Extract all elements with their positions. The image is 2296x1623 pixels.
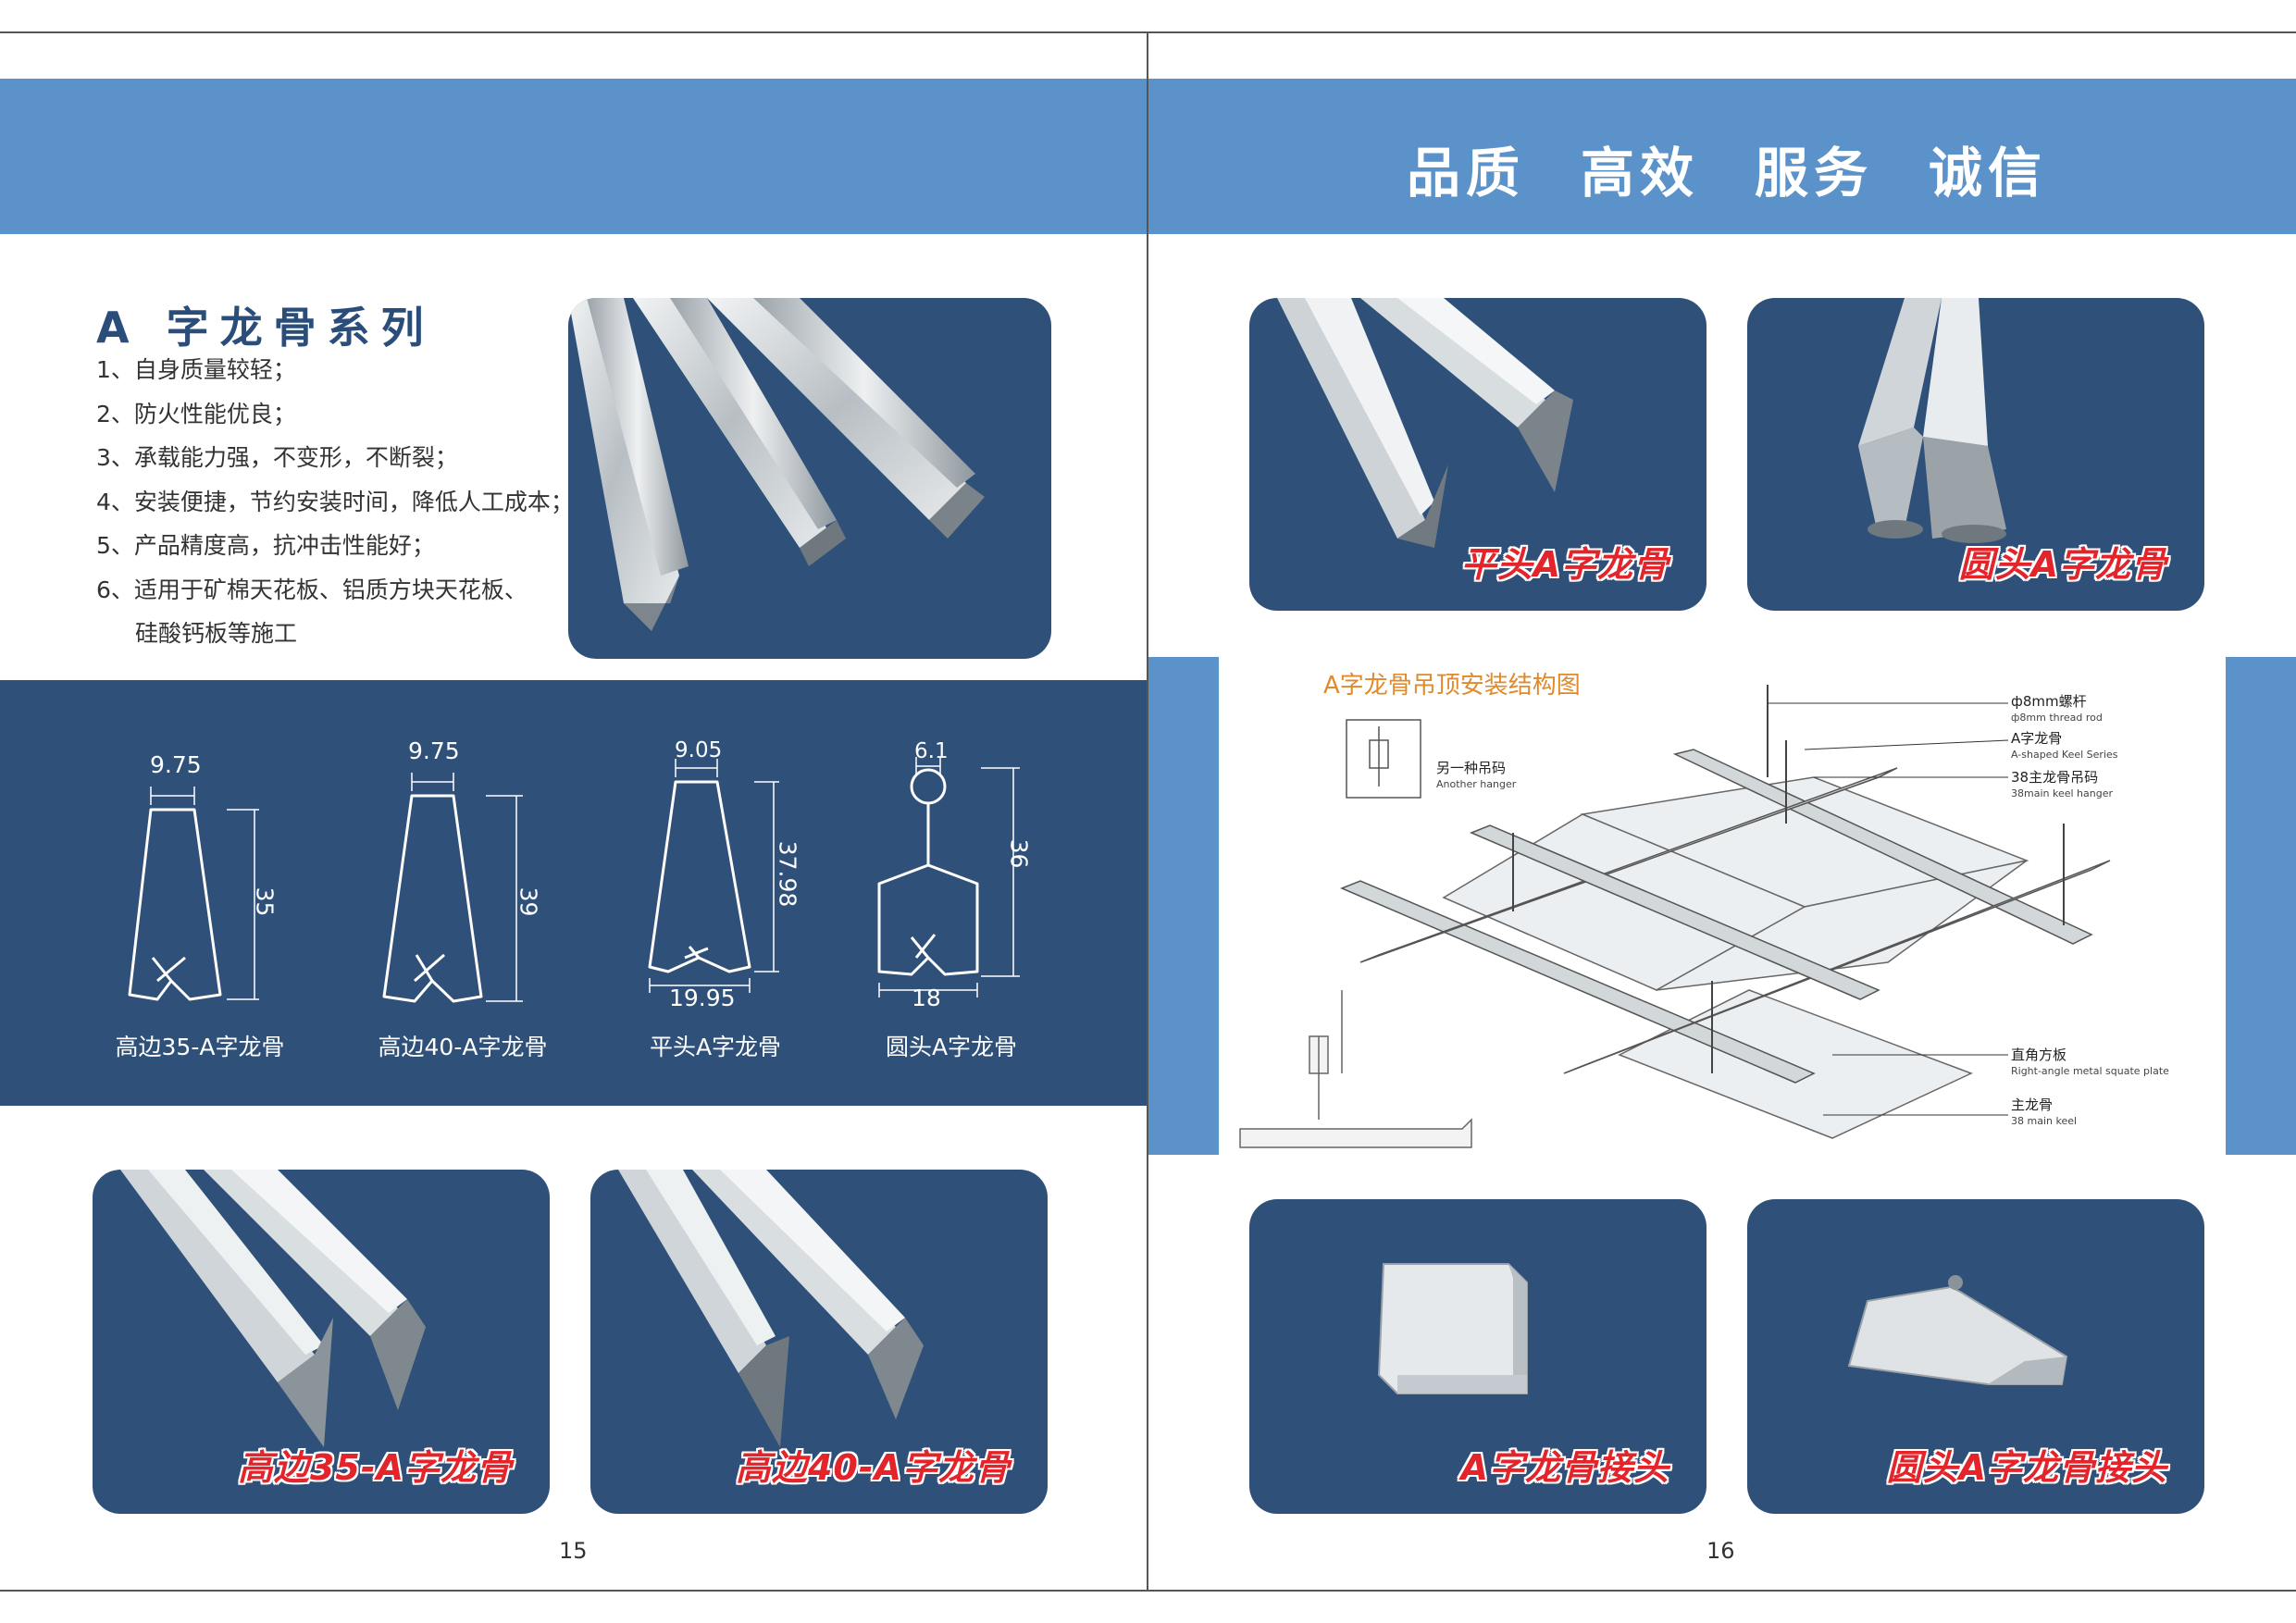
main-keel: [1340, 880, 1816, 1084]
profile-3-fold: [684, 946, 709, 960]
feature-item: 硅酸钙板等施工: [135, 620, 298, 647]
spine-divider: [1147, 31, 1148, 1592]
feature-item: 1、自身质量较轻；: [96, 356, 296, 383]
detail-hanger: [1309, 1035, 1329, 1120]
keel-photo-illustration: [618, 1170, 924, 1447]
photo-label: 圆头A字龙骨接头: [1886, 1447, 2167, 1488]
profile-3-bottom-dim: [649, 978, 751, 993]
profile-2-height-dim: [486, 795, 523, 1002]
photo-label: 高边40-A字龙骨: [735, 1447, 1011, 1488]
header-band-right: [1148, 79, 2296, 234]
keel-photo-illustration: [1277, 298, 1573, 548]
feature-list: 1、自身质量较轻； 2、防火性能优良； 3、承载能力强，不变形，不断裂； 4、安…: [96, 348, 574, 656]
profile-4-height: 36: [1005, 838, 1033, 869]
profile-4-width-dim: [915, 757, 941, 775]
main-product-photo: [568, 298, 1051, 659]
profile-4-height-dim: [981, 767, 1020, 977]
diagram-title: A字龙骨吊顶安装结构图: [1323, 672, 1581, 700]
callout-a-keel: A字龙骨 A-shaped Keel Series: [2011, 730, 2118, 762]
profile-2-caption: 高边40-A字龙骨: [378, 1034, 548, 1060]
photo-label: A字龙骨接头: [1460, 1447, 1669, 1488]
profile-3-caption: 平头A字龙骨: [649, 1034, 782, 1060]
inset-hanger: [1369, 726, 1389, 787]
feature-item: 6、适用于矿棉天花板、铝质方块天花板、: [96, 576, 527, 603]
profile-drawings: [128, 757, 1020, 1003]
a-keel: [1470, 824, 1880, 1000]
photo-high-edge-35: 高边35-A字龙骨: [93, 1170, 550, 1514]
keel-photo-illustration: [120, 1170, 426, 1447]
inset-label: 另一种吊码 Another hanger: [1436, 760, 1517, 791]
profile-2-width-dim: [411, 773, 454, 791]
profile-2-height: 39: [515, 886, 542, 917]
ceiling-panel: [1618, 989, 1973, 1139]
profile-1-fold: [151, 956, 186, 983]
photo-label: 圆头A字龙骨: [1958, 544, 2167, 585]
callout-thread-rod: ф8mm螺杆 ф8mm thread rod: [2011, 693, 2103, 725]
callout-main-keel: 主龙骨 38 main keel: [2011, 1096, 2078, 1128]
inset-box: [1346, 719, 1421, 799]
profile-2-outline: [382, 794, 483, 1003]
photo-round-keel-connector: 圆头A字龙骨接头: [1747, 1199, 2204, 1514]
photo-high-edge-40: 高边40-A字龙骨: [590, 1170, 1048, 1514]
side-bar-left: [1148, 657, 1219, 1155]
photo-round-head: 圆头A字龙骨: [1747, 298, 2204, 611]
slogan-service: 服务: [1755, 142, 1874, 204]
header-slogan: 品质高效服务诚信: [1407, 130, 2103, 207]
profile-2-fold: [414, 953, 445, 983]
slogan-integrity: 诚信: [1929, 142, 2048, 204]
profile-1-outline: [128, 808, 222, 1001]
connector-photo-illustration: [1377, 1263, 1528, 1394]
profile-3-height-dim: [754, 781, 779, 973]
photo-label: 平头A字龙骨: [1460, 544, 1669, 585]
profile-3-outline: [648, 780, 751, 973]
series-title: A 字龙骨系列: [96, 303, 435, 353]
profile-4-top-width: 6.1: [914, 739, 949, 763]
page-number-left: 15: [559, 1538, 588, 1564]
profile-3-height: 37.98: [774, 840, 801, 908]
profile-1-top-width: 9.75: [150, 751, 202, 778]
main-keel: [1672, 749, 2093, 945]
photo-flat-head: 平头A字龙骨: [1249, 298, 1706, 611]
feature-item: 2、防火性能优良；: [96, 400, 296, 427]
profiles-band: [0, 680, 1147, 1106]
profile-4-bottom-width: 18: [912, 985, 941, 1011]
profile-3-width-dim: [675, 759, 718, 777]
feature-item: 3、承载能力强，不变形，不断裂；: [96, 444, 458, 471]
keel-photo-illustration: [1858, 298, 2006, 543]
profile-1-height-dim: [227, 809, 259, 1000]
profile-4-bottom-dim: [878, 983, 978, 997]
feature-item: 5、产品精度高，抗冲击性能好；: [96, 532, 435, 559]
header-band-left: [0, 79, 1147, 234]
detail-base: [1239, 1118, 1472, 1148]
profile-4-caption: 圆头A字龙骨: [885, 1034, 1018, 1060]
profile-3-top-width: 9.05: [675, 738, 723, 762]
profile-1-caption: 高边35-A字龙骨: [115, 1034, 285, 1060]
leader-line: [1804, 739, 2009, 750]
profile-4-outline: [877, 803, 979, 976]
a-keel: [1563, 860, 2111, 1074]
side-bar-right: [2226, 657, 2296, 1155]
photo-label: 高边35-A字龙骨: [237, 1447, 513, 1488]
callout-square-plate: 直角方板 Right-angle metal squate plate: [2011, 1047, 2169, 1078]
photo-keel-connector: A字龙骨接头: [1249, 1199, 1706, 1514]
installation-diagram: [1239, 685, 2111, 1148]
profile-3-bottom-width: 19.95: [669, 985, 736, 1011]
profile-1-height: 35: [251, 886, 279, 917]
slogan-efficiency: 高效: [1581, 142, 1700, 204]
keel-photo-illustration: [568, 298, 985, 631]
a-keel: [1359, 767, 1898, 963]
slogan-quality: 品质: [1407, 142, 1526, 204]
profile-2-top-width: 9.75: [408, 737, 460, 764]
page-number-right: 16: [1706, 1538, 1735, 1564]
feature-item: 4、安装便捷，节约安装时间，降低人工成本；: [96, 488, 574, 515]
profile-1-width-dim: [150, 787, 195, 805]
connector-photo-illustration: [1847, 1275, 2068, 1385]
profile-4-fold: [910, 934, 937, 959]
callout-main-keel-hanger: 38主龙骨吊码 38main keel hanger: [2011, 769, 2113, 800]
